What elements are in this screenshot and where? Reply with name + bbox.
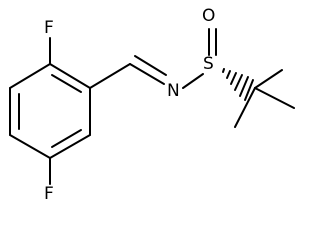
bond-c-methyl-down (234, 87, 256, 128)
ring-double-bond-inner-1 (51, 74, 82, 93)
hashed-bond-3 (230, 72, 237, 85)
ring-bond-c1-c2 (49, 63, 91, 89)
sulfur-label: S (202, 54, 215, 74)
ring-bond-c4-c5 (9, 134, 51, 159)
bond-n-s (182, 73, 204, 89)
ring-bond-c6-c1 (9, 63, 51, 89)
bond-ch-n-double-1 (129, 63, 165, 85)
hashed-bond-2 (226, 70, 231, 79)
ring-double-bond-inner-2 (51, 129, 82, 148)
ring-bond-c3-c4 (49, 134, 91, 159)
hashed-bond-5 (239, 76, 249, 97)
hashed-bond-4 (234, 74, 243, 91)
nitrogen-label: N (166, 81, 181, 101)
bond-drawing (9, 28, 295, 185)
bond-ch-n-double-2 (134, 55, 167, 76)
bond-c-methyl-up (254, 69, 283, 89)
hashed-bond-1 (222, 68, 225, 73)
fluorine-bottom-label: F (43, 184, 55, 204)
oxygen-label: O (201, 6, 217, 26)
molecule-diagram: F F N S O (9, 6, 295, 204)
fluorine-top-label: F (43, 18, 55, 38)
hashed-bond-6 (244, 79, 254, 101)
bond-c-methyl-right (254, 87, 295, 109)
bond-ring-to-ch (89, 63, 131, 89)
